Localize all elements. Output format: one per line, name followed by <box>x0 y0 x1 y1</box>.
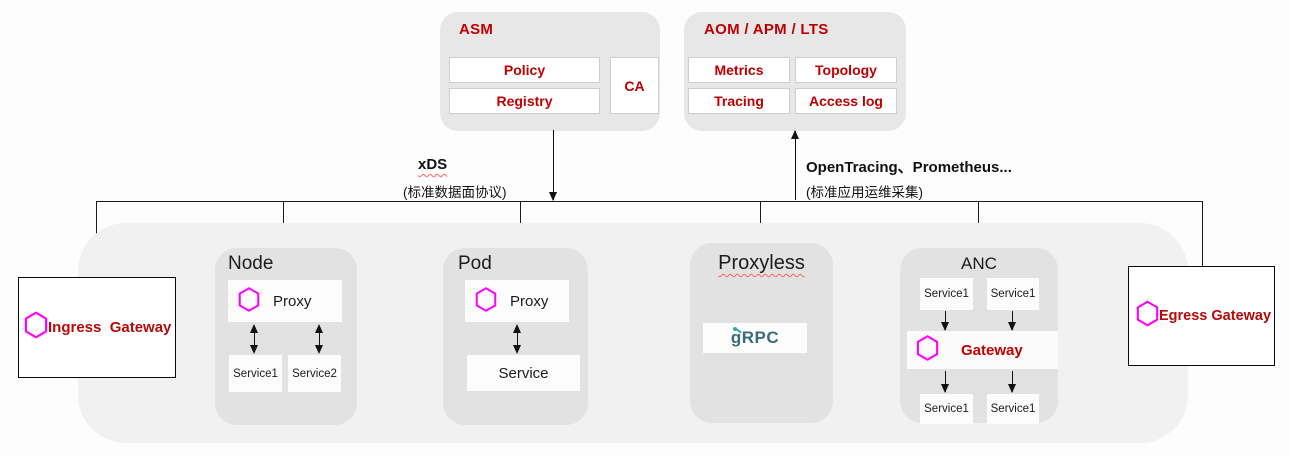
ingress-gateway-label: Ingress Gateway <box>48 319 172 336</box>
hexagon-icon <box>24 311 48 344</box>
opentracing-sublabel: (标准应用运维采集) <box>806 185 923 200</box>
hexagon-icon <box>916 335 939 365</box>
anc-gateway-box: Gateway <box>907 331 1058 369</box>
access-log-box: Access log <box>795 88 897 114</box>
egress-gateway-box: Egress Gateway <box>1128 266 1275 366</box>
proxyless-title: Proxyless <box>690 252 833 275</box>
anc-service-top-left-box: Service1 <box>920 278 973 310</box>
node-service1-box: Service1 <box>229 355 282 392</box>
anc-service-bottom-right-box: Service1 <box>987 394 1039 424</box>
pod-title: Pod <box>458 253 492 274</box>
anc-arrow-down <box>1008 311 1017 331</box>
pod-proxy-box: Proxy <box>465 280 569 322</box>
xds-arrow-down <box>549 130 558 201</box>
hexagon-icon <box>238 286 260 316</box>
xds-label: xDS <box>418 156 447 173</box>
anc-title: ANC <box>961 254 997 273</box>
node-title: Node <box>228 253 274 274</box>
anc-service-bottom-left-box: Service1 <box>920 394 973 424</box>
node-panel <box>215 248 357 425</box>
proxyless-connector <box>760 201 761 243</box>
node-service2-box: Service2 <box>288 355 341 392</box>
xds-sublabel: (标准数据面协议) <box>403 185 507 200</box>
aom-title: AOM / APM / LTS <box>704 21 829 38</box>
pod-proxy-label: Proxy <box>510 292 549 310</box>
metrics-box: Metrics <box>688 57 790 83</box>
tracing-box: Tracing <box>688 88 790 114</box>
anc-gateway-label: Gateway <box>961 341 1023 359</box>
grpc-box: gRPC <box>703 323 807 353</box>
proxyless-text: Proxyless <box>718 252 805 274</box>
opentracing-label: OpenTracing、Prometheus... <box>806 159 1012 176</box>
grpc-label: gRPC <box>730 328 780 347</box>
xds-text: xDS <box>418 156 448 173</box>
telemetry-arrow-up <box>791 130 800 200</box>
anc-service-top-right-box: Service1 <box>987 278 1039 310</box>
bus-line <box>96 201 1203 202</box>
policy-box: Policy <box>449 57 600 83</box>
anc-arrow-down <box>941 371 950 393</box>
ca-box: CA <box>610 57 659 114</box>
anc-arrow-down <box>1008 371 1017 393</box>
registry-box: Registry <box>449 88 600 114</box>
hexagon-icon <box>1136 300 1159 332</box>
node-service1-double-arrow <box>250 324 259 354</box>
node-service2-double-arrow <box>315 324 324 354</box>
pod-service-box: Service <box>467 355 580 391</box>
grpc-dot-icon <box>733 327 737 331</box>
egress-connector <box>1202 201 1203 266</box>
asm-title: ASM <box>459 21 494 38</box>
egress-gateway-label: Egress Gateway <box>1159 308 1272 324</box>
grpc-logo: gRPC <box>703 323 807 353</box>
anc-arrow-down <box>941 311 950 331</box>
pod-panel <box>443 248 588 425</box>
ingress-gateway-box: Ingress Gateway <box>18 277 176 378</box>
hexagon-icon <box>475 286 497 316</box>
node-proxy-box: Proxy <box>228 280 342 322</box>
pod-service-double-arrow <box>513 324 522 354</box>
topology-box: Topology <box>795 57 897 83</box>
node-proxy-label: Proxy <box>273 292 312 310</box>
